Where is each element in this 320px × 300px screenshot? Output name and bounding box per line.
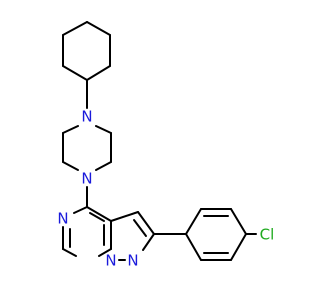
bond-ph-6 [185, 233, 202, 261]
pyrazole-ring [110, 211, 155, 261]
atom-n-piperazine-top: N [81, 108, 92, 126]
bond-cy-5 [62, 65, 88, 81]
bond-cy-4 [86, 65, 111, 81]
bond-pyr-1 [110, 211, 139, 222]
bond-pz-6 [73, 206, 88, 214]
chlorophenyl-ring [185, 208, 247, 261]
bond-ph-3 [230, 208, 247, 235]
bond-pz-3 [98, 248, 112, 257]
bond-ph-1 [185, 208, 202, 235]
bond-pyr-2 [137, 211, 155, 235]
pyrazine-ring [62, 206, 112, 257]
piperazine-ring [62, 125, 112, 171]
atom-n-piperazine-bottom: N [81, 170, 92, 188]
bond-cy-2 [86, 21, 111, 36]
bond-pz-1 [86, 206, 112, 222]
bond-pyr-2b [133, 219, 147, 237]
bond-pip-4 [62, 161, 79, 171]
bond-ph-4 [230, 233, 247, 261]
bond-pip-3 [95, 161, 112, 171]
bond-pyr-3 [142, 233, 155, 251]
atom-cl: Cl [260, 226, 275, 244]
atom-n-bridge: N [105, 252, 116, 270]
bond-pip-1 [95, 125, 112, 134]
background [0, 0, 300, 300]
bond-pz-4 [62, 248, 77, 257]
cyclohexyl-ring [62, 21, 111, 81]
atom-n-pyrazine-5: N [57, 210, 68, 228]
bond-pz-1b [89, 212, 105, 222]
molecule-diagram: N N N N N Cl [0, 0, 300, 300]
atom-n-pyrazole-1: N [127, 252, 138, 270]
bond-cy-1 [62, 21, 88, 36]
bond-pip-6 [62, 125, 79, 134]
